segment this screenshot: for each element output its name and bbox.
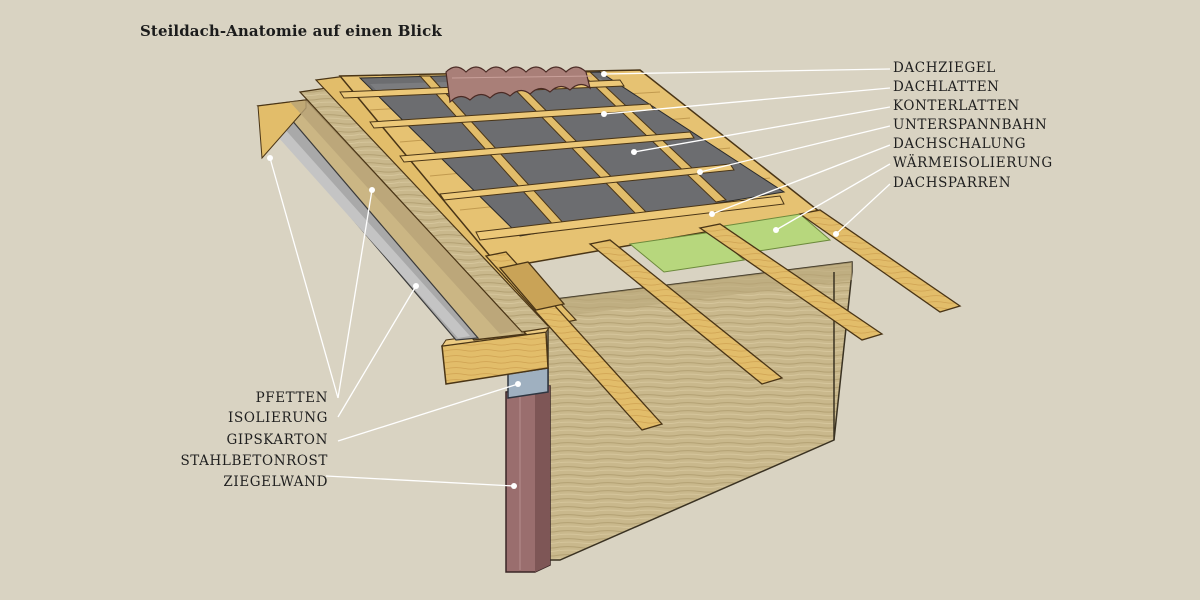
label-dachsparren: DACHSPARREN <box>893 175 1012 191</box>
label-pfetten: PFETTEN <box>255 390 328 406</box>
label-dachlatten: DACHLATTEN <box>893 79 1000 95</box>
leader-dots <box>267 71 839 489</box>
left-soffit <box>256 99 528 341</box>
label-unterspannbahn: UNTERSPANNBAHN <box>893 117 1048 133</box>
label-ziegelwand: ZIEGELWAND <box>223 474 328 490</box>
brick-wall <box>505 385 551 573</box>
thermal-insulation <box>628 213 832 273</box>
label-dachschalung: DACHSCHALUNG <box>893 136 1027 152</box>
diagram-title: Steildach-Anatomie auf einen Blick <box>140 22 442 40</box>
label-stahlbetonrost: STAHLBETONROST <box>180 453 328 469</box>
wall-block <box>547 261 853 561</box>
label-konterlatten: KONTERLATTEN <box>893 98 1020 114</box>
roof-tiles <box>445 66 593 104</box>
rafters <box>484 209 962 431</box>
label-isolierung: ISOLIERUNG <box>228 410 328 426</box>
label-waermeisolierung: WÄRMEISOLIERUNG <box>893 155 1053 171</box>
leader-lines <box>269 68 891 487</box>
leader-dachziegel <box>603 68 891 75</box>
label-gipskarton: GIPSKARTON <box>226 432 328 448</box>
label-dachziegel: DACHZIEGEL <box>893 60 996 76</box>
